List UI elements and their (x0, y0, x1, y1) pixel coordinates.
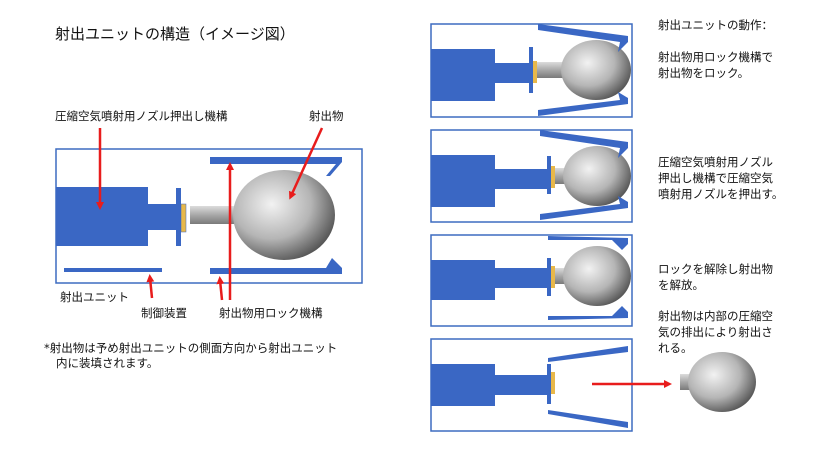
operation-heading: 射出ユニットの動作： (658, 18, 773, 32)
label-injection-unit: 射出ユニット (60, 290, 129, 304)
piston-plate (176, 188, 181, 246)
step-1-text-line-2: 射出物をロック。 (658, 66, 750, 80)
diagram-title: 射出ユニットの構造（イメージ図） (55, 25, 295, 43)
projectile-ball (233, 170, 335, 260)
main-structure-diagram (55, 148, 363, 284)
piston-body-block (56, 187, 148, 246)
step-4-text-line-2: 気の排出により射出さ (658, 325, 773, 339)
injection-unit-arrow (146, 274, 155, 299)
released-projectile (688, 352, 756, 412)
step-1-text-line-1: 射出物用ロック機構で (658, 50, 773, 64)
lock-mechanism-bottom (210, 268, 342, 274)
piston-pad (180, 203, 187, 233)
step-2-text-line-1: 圧縮空気噴射用ノズル (658, 155, 773, 169)
step-panel-3 (430, 234, 633, 327)
label-nozzle-push-mechanism: 圧縮空気噴射用ノズル押出し機構 (55, 109, 228, 123)
step-3-text-line-1: ロックを解除し射出物 (658, 262, 773, 276)
step-panel-1 (430, 23, 633, 118)
step-panel-2 (430, 129, 633, 223)
control-device-arrow (216, 276, 225, 301)
step-2-text-line-2: 押出し機構で圧縮空気 (658, 171, 773, 185)
footnote-line-2: 内に装填されます。 (56, 356, 159, 370)
projectile-arrow (289, 127, 324, 200)
step-2-text-line-3: 噴射用ノズルを押出す。 (658, 187, 784, 201)
footnote-line-1: *射出物は予め射出ユニットの側面方向から射出ユニット (44, 341, 338, 355)
step-3-text-line-2: を解放。 (658, 278, 704, 292)
label-lock-mechanism: 射出物用ロック機構 (219, 306, 323, 320)
piston-rod (148, 204, 176, 230)
label-control-device: 制御装置 (141, 306, 187, 320)
lock-mechanism-bottom-tip (326, 258, 342, 268)
step-4-text-line-1: 射出物は内部の圧縮空 (658, 309, 773, 323)
step-panel-4 (430, 338, 756, 432)
lock-mechanism-top (210, 157, 342, 176)
label-projectile: 射出物 (309, 109, 344, 123)
main-annotation-arrows (96, 127, 324, 301)
control-device-bar (64, 268, 162, 272)
step-4-text-line-3: れる。 (658, 341, 693, 355)
compressed-air-nozzle (190, 206, 234, 224)
